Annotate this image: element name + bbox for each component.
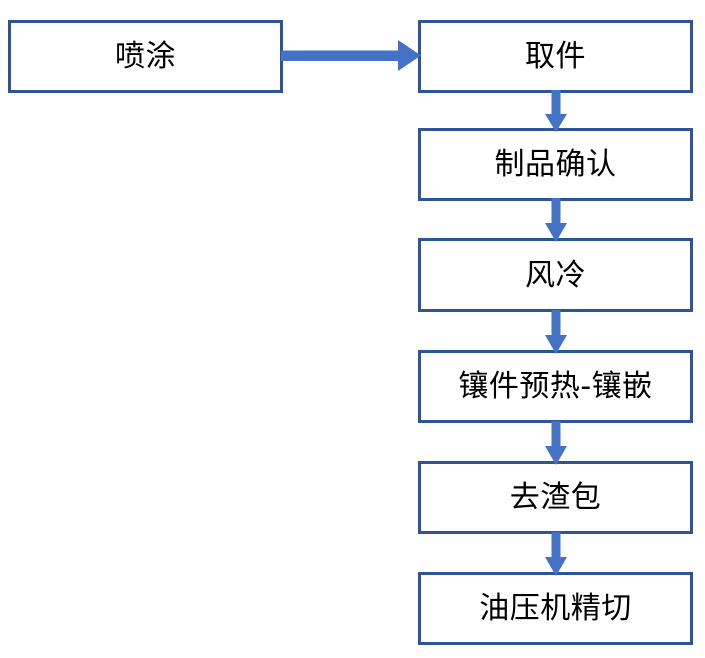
arrow-pickup-to-confirm xyxy=(534,90,578,132)
arrow-deslag-to-presscut xyxy=(534,532,578,576)
arrow-aircool-to-insert xyxy=(534,310,578,354)
arrow-insert-to-deslag xyxy=(534,421,578,465)
arrow-confirm-to-aircool xyxy=(534,198,578,242)
flow-node-product-confirm[interactable]: 制品确认 xyxy=(418,128,693,201)
flow-node-pickup-label: 取件 xyxy=(525,39,586,74)
flow-node-deslag[interactable]: 去渣包 xyxy=(418,461,693,534)
flow-node-hydraulic-press-trim[interactable]: 油压机精切 xyxy=(418,572,693,645)
flow-node-product-confirm-label: 制品确认 xyxy=(494,147,617,182)
flow-node-hydraulic-press-trim-label: 油压机精切 xyxy=(479,591,632,626)
flow-node-spray[interactable]: 喷涂 xyxy=(8,20,283,93)
flow-node-insert-preheat-embed-label: 镶件预热-镶嵌 xyxy=(458,369,653,404)
flow-node-deslag-label: 去渣包 xyxy=(509,480,602,515)
arrow-spray-to-pickup xyxy=(281,40,421,72)
flow-node-air-cooling-label: 风冷 xyxy=(525,257,586,293)
flow-node-pickup[interactable]: 取件 xyxy=(418,20,693,93)
flow-node-spray-label: 喷涂 xyxy=(115,39,176,74)
flow-node-air-cooling[interactable]: 风冷 xyxy=(418,238,693,312)
flow-node-insert-preheat-embed[interactable]: 镶件预热-镶嵌 xyxy=(418,350,693,423)
